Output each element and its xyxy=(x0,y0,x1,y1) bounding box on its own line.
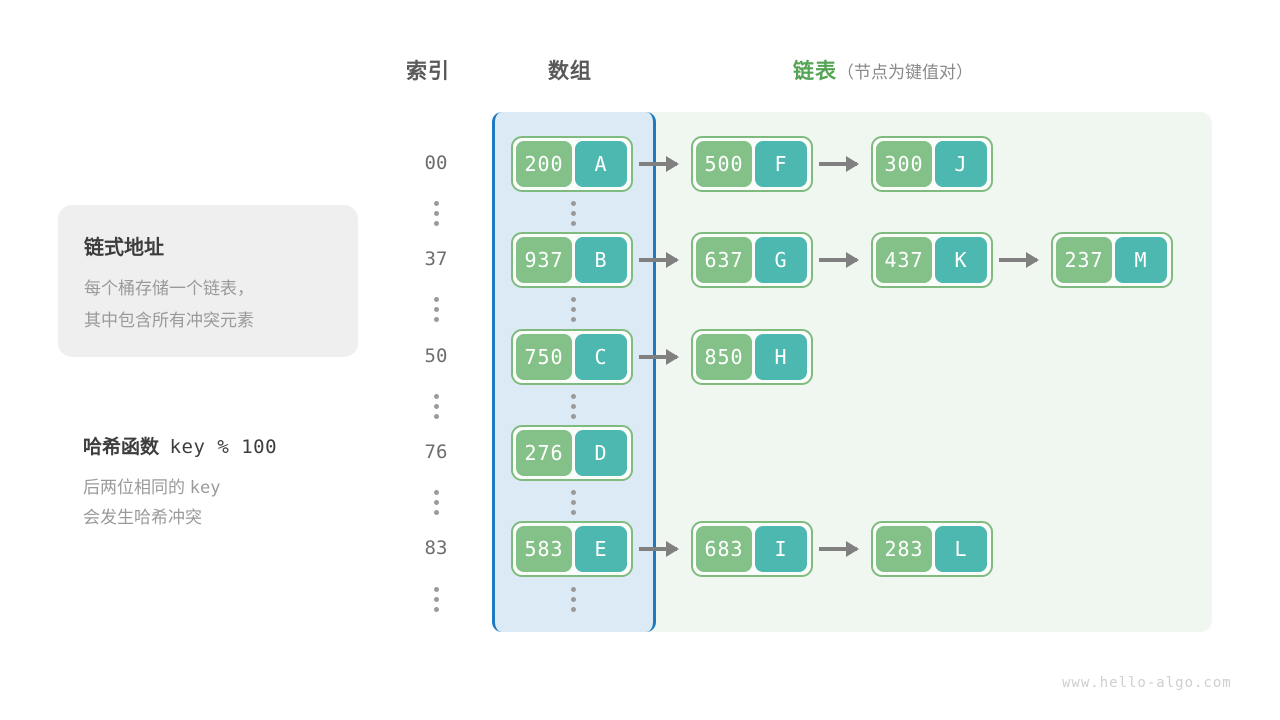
info-card-line-2: 其中包含所有冲突元素 xyxy=(84,311,254,330)
hash-function-line-2: 会发生哈希冲突 xyxy=(83,508,202,527)
node-key: 583 xyxy=(516,526,572,572)
hash-function-label: 哈希函数 xyxy=(83,437,160,458)
node-key: 750 xyxy=(516,334,572,380)
index-ellipsis xyxy=(434,297,440,322)
hash-function-note: 哈希函数 key % 100 后两位相同的 key 会发生哈希冲突 xyxy=(83,432,383,533)
bucket-index-label: 37 xyxy=(424,248,448,270)
array-ellipsis xyxy=(571,201,577,226)
bucket-index-label: 00 xyxy=(424,152,448,174)
node-key: 637 xyxy=(696,237,752,283)
bucket-index-label: 50 xyxy=(424,345,448,367)
node-value: B xyxy=(575,237,627,283)
index-ellipsis xyxy=(434,587,440,612)
node-key: 683 xyxy=(696,526,752,572)
hash-function-expression: key % 100 xyxy=(169,436,278,458)
node-key: 937 xyxy=(516,237,572,283)
node-value: M xyxy=(1115,237,1167,283)
linked-list-arrow xyxy=(639,252,679,268)
node-value: G xyxy=(755,237,807,283)
array-ellipsis xyxy=(571,297,577,322)
node-value: D xyxy=(575,430,627,476)
hash-function-body: 后两位相同的 key 会发生哈希冲突 xyxy=(83,473,383,533)
linked-list-arrow xyxy=(819,156,859,172)
node-key: 283 xyxy=(876,526,932,572)
array-ellipsis xyxy=(571,490,577,515)
node-key: 850 xyxy=(696,334,752,380)
linked-list-arrow xyxy=(639,541,679,557)
info-card: 链式地址 每个桶存储一个链表， 其中包含所有冲突元素 xyxy=(58,205,358,357)
array-ellipsis xyxy=(571,394,577,419)
bucket-index-label: 83 xyxy=(424,537,448,559)
column-header-linkedlist-sub: （节点为键值对） xyxy=(837,63,973,82)
hash-function-line-1: 后两位相同的 key xyxy=(83,473,383,503)
info-card-title: 链式地址 xyxy=(84,237,164,259)
linked-list-arrow xyxy=(819,541,859,557)
info-card-body: 每个桶存储一个链表， 其中包含所有冲突元素 xyxy=(84,273,254,337)
node-key: 276 xyxy=(516,430,572,476)
node-value: E xyxy=(575,526,627,572)
column-header-linkedlist-main: 链表 xyxy=(793,60,837,83)
column-header-index: 索引 xyxy=(406,60,450,83)
info-card-line-1: 每个桶存储一个链表， xyxy=(84,279,254,298)
hash-function-line-1-code: key xyxy=(189,478,221,498)
linked-list-arrow xyxy=(639,156,679,172)
index-ellipsis xyxy=(434,394,440,419)
node-value: H xyxy=(755,334,807,380)
node-value: L xyxy=(935,526,987,572)
hash-function-title: 哈希函数 key % 100 xyxy=(83,432,383,459)
node-key: 437 xyxy=(876,237,932,283)
node-value: J xyxy=(935,141,987,187)
linked-list-arrow xyxy=(819,252,859,268)
node-value: K xyxy=(935,237,987,283)
column-header-linkedlist: 链表（节点为键值对） xyxy=(793,55,973,85)
node-key: 300 xyxy=(876,141,932,187)
array-ellipsis xyxy=(571,587,577,612)
node-key: 500 xyxy=(696,141,752,187)
index-ellipsis xyxy=(434,490,440,515)
column-header-array: 数组 xyxy=(548,60,592,83)
node-value: I xyxy=(755,526,807,572)
hash-function-line-1-text: 后两位相同的 xyxy=(83,478,185,497)
linked-list-arrow xyxy=(639,349,679,365)
node-value: A xyxy=(575,141,627,187)
node-value: C xyxy=(575,334,627,380)
bucket-index-label: 76 xyxy=(424,441,448,463)
linked-list-arrow xyxy=(999,252,1039,268)
watermark: www.hello-algo.com xyxy=(1062,675,1232,691)
node-value: F xyxy=(755,141,807,187)
node-key: 237 xyxy=(1056,237,1112,283)
node-key: 200 xyxy=(516,141,572,187)
index-ellipsis xyxy=(434,201,440,226)
